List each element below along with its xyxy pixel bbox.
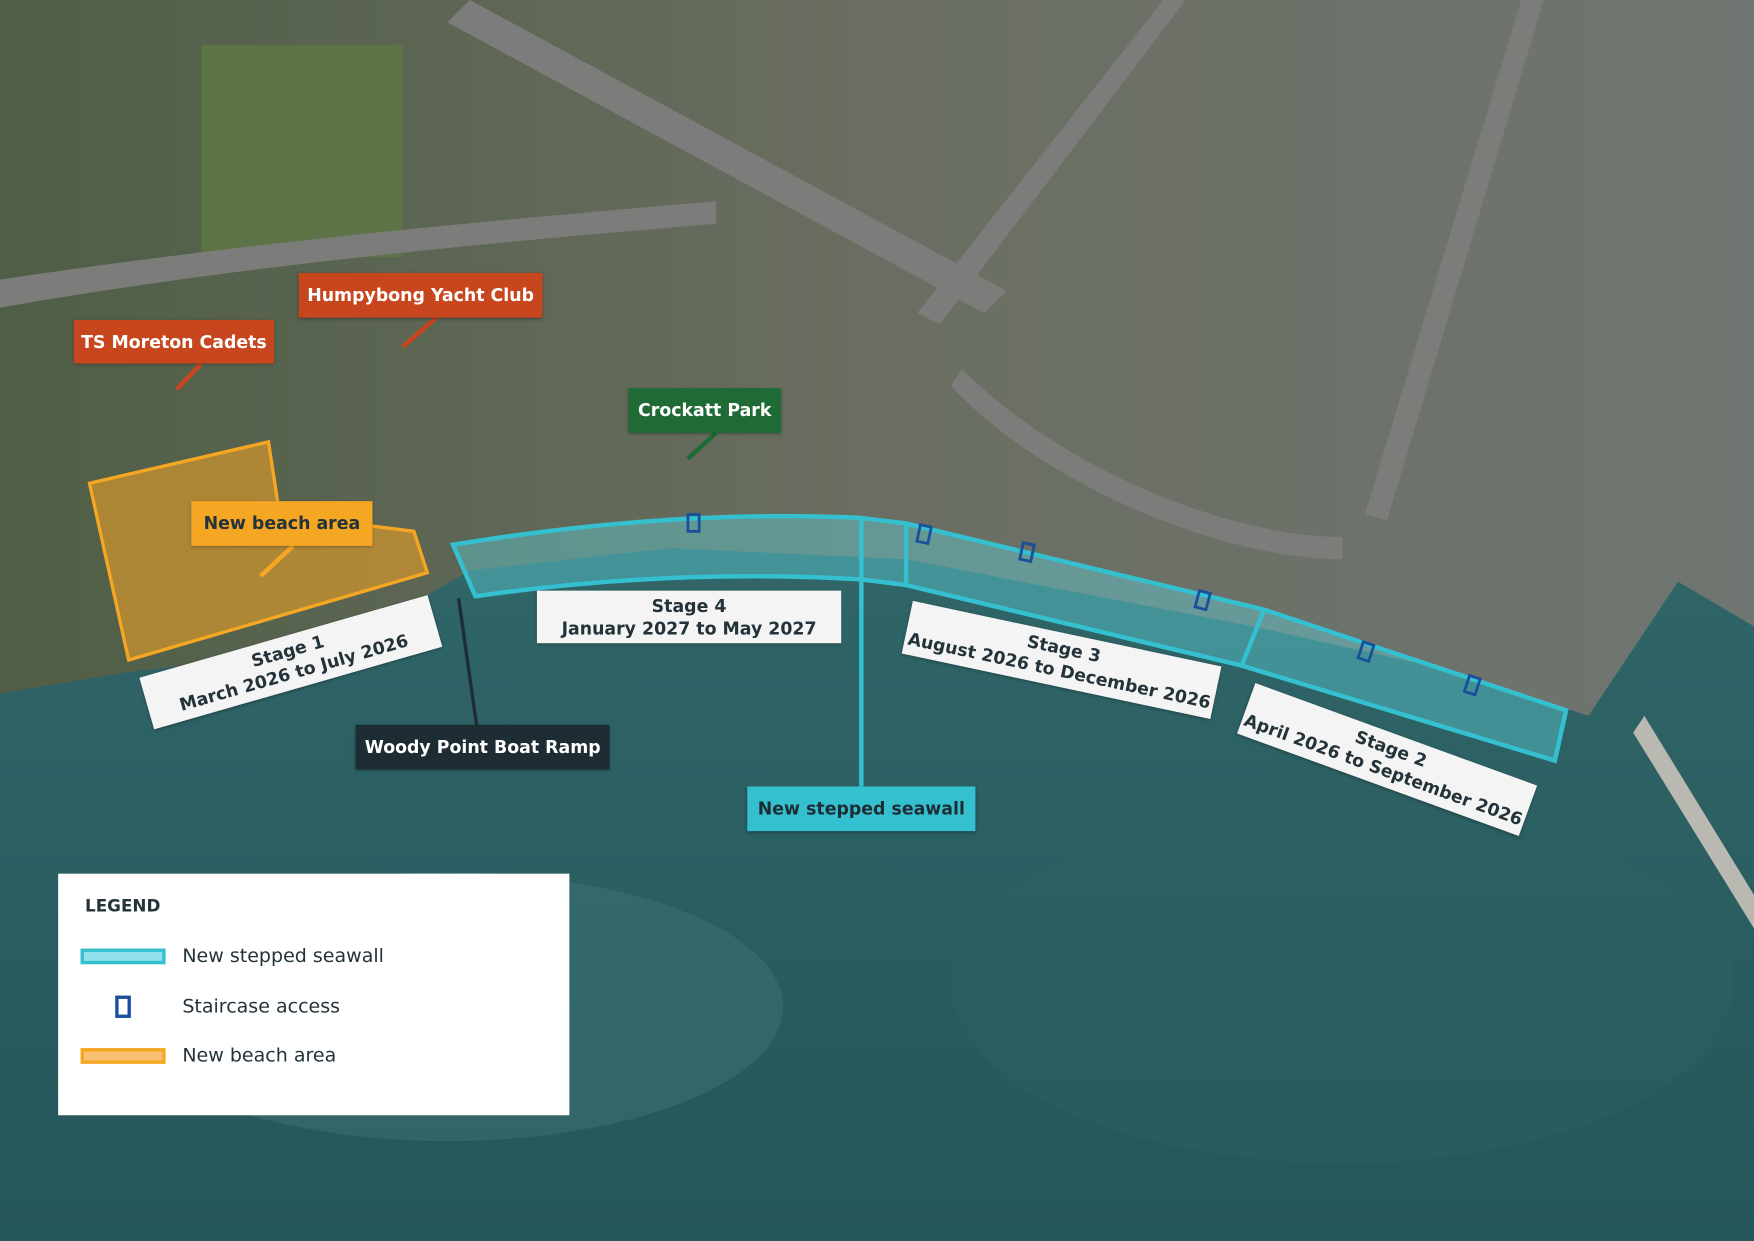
staircase-icon: [1356, 640, 1376, 664]
ts-moreton-cadets-label: TS Moreton Cadets: [73, 319, 275, 364]
road: [0, 201, 716, 308]
staircase-icon: [81, 994, 166, 1019]
road: [1364, 0, 1544, 521]
stage-divider: [1239, 608, 1267, 667]
cadets-leader: [175, 362, 203, 391]
jetty: [1633, 715, 1754, 929]
road: [447, 0, 1007, 314]
road: [950, 369, 1343, 560]
beach-swatch-icon: [80, 1048, 166, 1064]
stage-4-label: Stage 4 January 2027 to May 2027: [536, 590, 842, 644]
legend-label: Staircase access: [182, 995, 341, 1018]
stage-dates: January 2027 to May 2027: [561, 618, 817, 639]
road: [917, 0, 1186, 325]
legend: LEGEND New stepped seawall Staircase acc…: [58, 873, 570, 1116]
seawall-swatch-icon: [80, 948, 166, 965]
legend-label: New beach area: [182, 1044, 337, 1068]
new-beach-area-polygon: [87, 439, 430, 663]
staircase-icon: [1018, 541, 1036, 564]
new-beach-area-label: New beach area: [191, 501, 373, 546]
legend-label: New stepped seawall: [182, 945, 384, 968]
staircase-icon: [915, 523, 933, 546]
crockatt-park-label: Crockatt Park: [628, 388, 781, 433]
woody-point-boat-ramp-label: Woody Point Boat Ramp: [355, 724, 610, 770]
stage-name: Stage 4: [651, 596, 727, 617]
boat-ramp-leader: [456, 598, 479, 726]
legend-item-beach: New beach area: [80, 1044, 337, 1068]
staircase-icon: [686, 513, 701, 533]
yacht-club-leader: [401, 315, 438, 349]
staircase-icon: [1193, 588, 1212, 612]
humpybong-yacht-club-label: Humpybong Yacht Club: [298, 272, 543, 318]
sports-fields: [201, 44, 403, 258]
legend-item-seawall: New stepped seawall: [80, 945, 384, 968]
new-stepped-seawall-label: New stepped seawall: [747, 786, 976, 832]
beach-leader: [259, 544, 295, 578]
park-leader: [686, 431, 718, 461]
legend-item-staircase: Staircase access: [81, 994, 341, 1019]
staircase-icon: [1462, 673, 1482, 697]
new-stepped-seawall-polygon: [449, 513, 1569, 764]
legend-title: LEGEND: [85, 896, 161, 917]
